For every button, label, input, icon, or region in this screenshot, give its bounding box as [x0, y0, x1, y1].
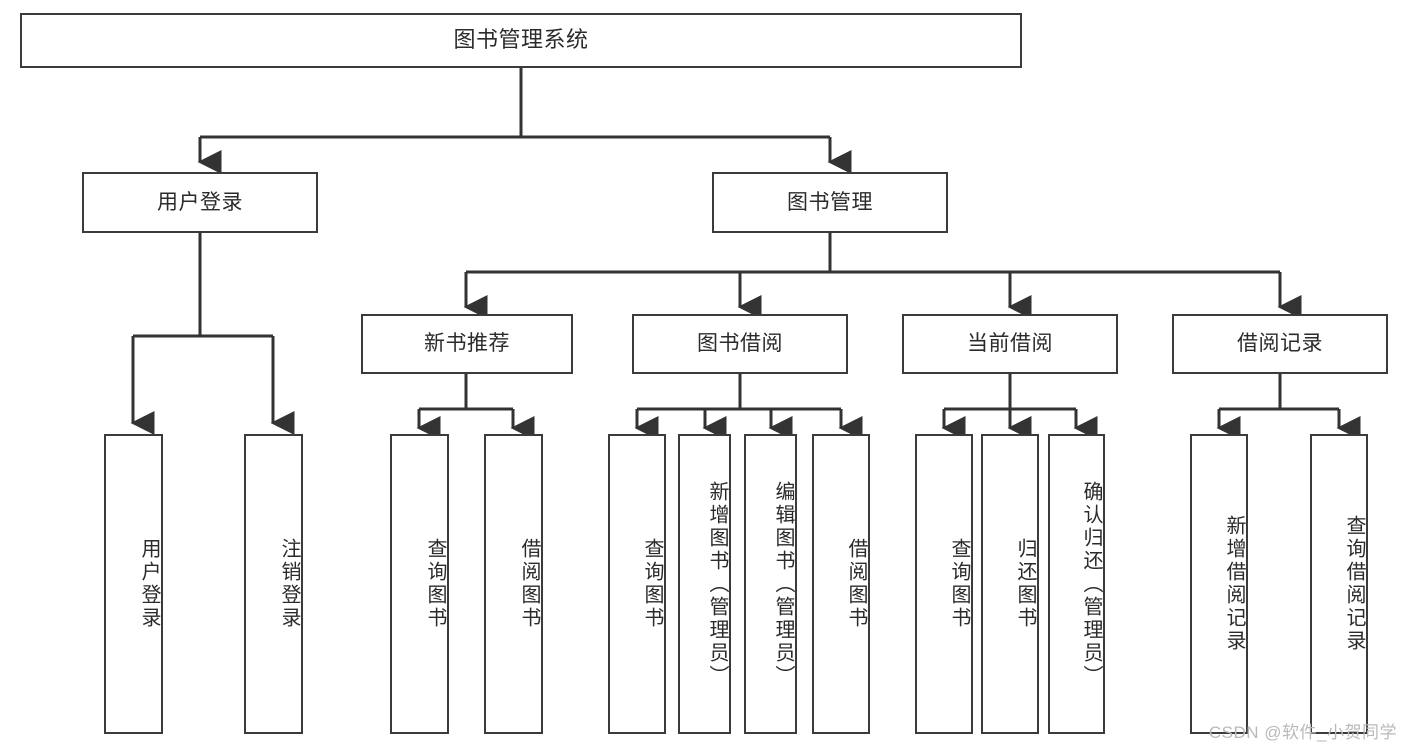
node-label: 确认归还（管理员）: [1080, 480, 1102, 688]
node-label: 图书借阅: [697, 332, 783, 356]
node-root-title[interactable]: 图书管理系统: [20, 13, 1022, 68]
watermark-text: CSDN @软件_小贺同学: [1208, 723, 1397, 742]
leaf-return-book[interactable]: 归还图书: [981, 434, 1039, 734]
node-label: 注销登录: [278, 538, 300, 630]
leaf-query-borrow-record[interactable]: 查询借阅记录: [1310, 434, 1368, 734]
node-label: 用户登录: [157, 190, 243, 214]
leaf-new-book-borrow[interactable]: 借阅图书: [484, 434, 543, 734]
node-label: 查询图书: [948, 538, 970, 630]
node-new-book-recommend[interactable]: 新书推荐: [361, 314, 573, 374]
node-label: 当前借阅: [967, 332, 1053, 356]
node-book-management[interactable]: 图书管理: [712, 172, 948, 233]
node-label: 借阅图书: [845, 538, 867, 630]
leaf-new-book-query[interactable]: 查询图书: [390, 434, 449, 734]
node-label: 新书推荐: [424, 332, 510, 356]
node-label: 借阅图书: [518, 538, 540, 630]
leaf-current-query-book[interactable]: 查询图书: [915, 434, 973, 734]
node-label: 查询借阅记录: [1343, 515, 1365, 653]
node-label: 图书管理系统: [453, 27, 589, 53]
node-label: 查询图书: [424, 538, 446, 630]
leaf-add-borrow-record[interactable]: 新增借阅记录: [1190, 434, 1248, 734]
node-current-borrow[interactable]: 当前借阅: [902, 314, 1118, 374]
leaf-logout[interactable]: 注销登录: [244, 434, 303, 734]
leaf-user-login[interactable]: 用户登录: [104, 434, 163, 734]
leaf-edit-book-admin[interactable]: 编辑图书（管理员）: [744, 434, 797, 734]
node-label: 用户登录: [138, 538, 160, 630]
node-label: 借阅记录: [1237, 332, 1323, 356]
leaf-add-book-admin[interactable]: 新增图书（管理员）: [678, 434, 731, 734]
node-label: 新增借阅记录: [1223, 515, 1245, 653]
leaf-borrow-book[interactable]: 借阅图书: [812, 434, 870, 734]
node-label: 编辑图书（管理员）: [772, 480, 794, 688]
node-label: 图书管理: [787, 190, 873, 214]
node-label: 归还图书: [1014, 538, 1036, 630]
node-label: 查询图书: [641, 538, 663, 630]
node-borrow-record[interactable]: 借阅记录: [1172, 314, 1388, 374]
node-label: 新增图书（管理员）: [706, 480, 728, 688]
leaf-confirm-return-admin[interactable]: 确认归还（管理员）: [1048, 434, 1105, 734]
node-book-borrow[interactable]: 图书借阅: [632, 314, 848, 374]
node-user-login[interactable]: 用户登录: [82, 172, 318, 233]
leaf-borrow-query-book[interactable]: 查询图书: [608, 434, 666, 734]
